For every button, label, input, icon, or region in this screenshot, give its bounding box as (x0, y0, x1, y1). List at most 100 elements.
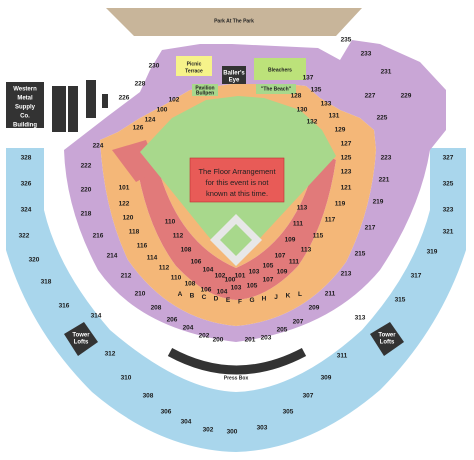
section-orange-128[interactable]: 128 (291, 93, 302, 100)
section-red-105[interactable]: 105 (263, 263, 274, 270)
section-purple-219[interactable]: 219 (373, 199, 384, 206)
row-letter-H[interactable]: H (262, 296, 267, 303)
section-blue-303[interactable]: 303 (257, 425, 268, 432)
rooftop-strip[interactable] (52, 86, 66, 132)
section-purple-201[interactable]: 201 (245, 337, 256, 344)
section-purple-216[interactable]: 216 (93, 233, 104, 240)
section-orange-123[interactable]: 123 (341, 169, 352, 176)
section-orange-105[interactable]: 105 (247, 283, 258, 290)
section-red-101[interactable]: 101 (235, 273, 246, 280)
section-purple-223[interactable]: 223 (381, 155, 392, 162)
section-purple-214[interactable]: 214 (107, 253, 118, 260)
section-orange-103[interactable]: 103 (231, 285, 242, 292)
section-purple-233[interactable]: 233 (361, 51, 372, 58)
section-red-107[interactable]: 107 (275, 253, 286, 260)
section-blue-323[interactable]: 323 (443, 207, 454, 214)
section-purple-220[interactable]: 220 (81, 187, 92, 194)
section-purple-229[interactable]: 229 (401, 93, 412, 100)
row-letter-A[interactable]: A (178, 291, 183, 298)
party-deck-strip[interactable] (86, 80, 96, 118)
row-letter-B[interactable]: B (190, 293, 195, 300)
section-orange-116[interactable]: 116 (137, 243, 148, 250)
section-purple-222[interactable]: 222 (81, 163, 92, 170)
section-red-104[interactable]: 104 (203, 267, 214, 274)
section-orange-124[interactable]: 124 (145, 117, 156, 124)
section-blue-306[interactable]: 306 (161, 409, 172, 416)
section-purple-205[interactable]: 205 (277, 327, 288, 334)
section-red-112[interactable]: 112 (173, 233, 184, 240)
section-orange-114[interactable]: 114 (147, 255, 158, 262)
section-purple-210[interactable]: 210 (135, 291, 146, 298)
section-red-100[interactable]: 100 (225, 277, 236, 284)
section-blue-321[interactable]: 321 (443, 229, 454, 236)
section-blue-324[interactable]: 324 (21, 207, 32, 214)
section-purple-235[interactable]: 235 (341, 37, 352, 44)
section-purple-202[interactable]: 202 (199, 333, 210, 340)
section-blue-305[interactable]: 305 (283, 409, 294, 416)
section-orange-108[interactable]: 108 (185, 281, 196, 288)
row-letter-C[interactable]: C (202, 294, 207, 301)
section-orange-126[interactable]: 126 (133, 125, 144, 132)
row-letter-E[interactable]: E (226, 297, 231, 304)
section-orange-129[interactable]: 129 (335, 127, 346, 134)
section-blue-310[interactable]: 310 (121, 375, 132, 382)
section-orange-131[interactable]: 131 (329, 113, 340, 120)
section-orange-132[interactable]: 132 (307, 119, 318, 126)
section-purple-200[interactable]: 200 (213, 337, 224, 344)
section-purple-213[interactable]: 213 (341, 271, 352, 278)
section-orange-102[interactable]: 102 (169, 97, 180, 104)
section-orange-117[interactable]: 117 (325, 217, 336, 224)
section-purple-209[interactable]: 209 (309, 305, 320, 312)
section-orange-137[interactable]: 137 (303, 75, 314, 82)
section-orange-110[interactable]: 110 (171, 275, 182, 282)
section-orange-104[interactable]: 104 (217, 289, 228, 296)
floor-area[interactable] (189, 157, 285, 203)
section-red-103[interactable]: 103 (249, 269, 260, 276)
section-purple-203[interactable]: 203 (261, 335, 272, 342)
section-orange-135[interactable]: 135 (311, 87, 322, 94)
section-orange-113[interactable]: 113 (301, 247, 312, 254)
section-orange-125[interactable]: 125 (341, 155, 352, 162)
section-purple-218[interactable]: 218 (81, 211, 92, 218)
bleachers[interactable] (254, 58, 306, 80)
section-blue-320[interactable]: 320 (29, 257, 40, 264)
section-blue-327[interactable]: 327 (443, 155, 454, 162)
section-blue-309[interactable]: 309 (321, 375, 332, 382)
section-orange-130[interactable]: 130 (297, 107, 308, 114)
section-blue-319[interactable]: 319 (427, 249, 438, 256)
section-red-102[interactable]: 102 (215, 273, 226, 280)
tower-lofts-left[interactable] (64, 322, 98, 356)
section-orange-100[interactable]: 100 (157, 107, 168, 114)
row-letter-L[interactable]: L (298, 291, 302, 298)
section-blue-300[interactable]: 300 (227, 429, 238, 436)
section-red-113[interactable]: 113 (297, 205, 308, 212)
section-orange-118[interactable]: 118 (129, 229, 140, 236)
section-blue-317[interactable]: 317 (411, 273, 422, 280)
section-blue-326[interactable]: 326 (21, 181, 32, 188)
section-orange-122[interactable]: 122 (119, 201, 130, 208)
section-blue-328[interactable]: 328 (21, 155, 32, 162)
row-letter-D[interactable]: D (214, 296, 219, 303)
section-orange-119[interactable]: 119 (335, 201, 346, 208)
section-orange-109[interactable]: 109 (277, 269, 288, 276)
section-orange-133[interactable]: 133 (321, 101, 332, 108)
rooftop-bleachers[interactable] (68, 86, 78, 132)
section-purple-224[interactable]: 224 (93, 143, 104, 150)
picnic-terrace[interactable] (176, 56, 212, 76)
section-orange-112[interactable]: 112 (159, 265, 170, 272)
section-red-111[interactable]: 111 (293, 221, 304, 228)
section-red-110[interactable]: 110 (165, 219, 176, 226)
section-orange-120[interactable]: 120 (123, 215, 134, 222)
section-purple-217[interactable]: 217 (365, 225, 376, 232)
section-orange-115[interactable]: 115 (313, 233, 324, 240)
section-blue-315[interactable]: 315 (395, 297, 406, 304)
section-purple-225[interactable]: 225 (377, 115, 388, 122)
section-purple-215[interactable]: 215 (355, 251, 366, 258)
section-red-109[interactable]: 109 (285, 237, 296, 244)
row-letter-K[interactable]: K (286, 293, 291, 300)
section-orange-101[interactable]: 101 (119, 185, 130, 192)
section-blue-304[interactable]: 304 (181, 419, 192, 426)
section-blue-308[interactable]: 308 (143, 393, 154, 400)
red-lower-bowl[interactable] (136, 150, 336, 300)
section-purple-227[interactable]: 227 (365, 93, 376, 100)
